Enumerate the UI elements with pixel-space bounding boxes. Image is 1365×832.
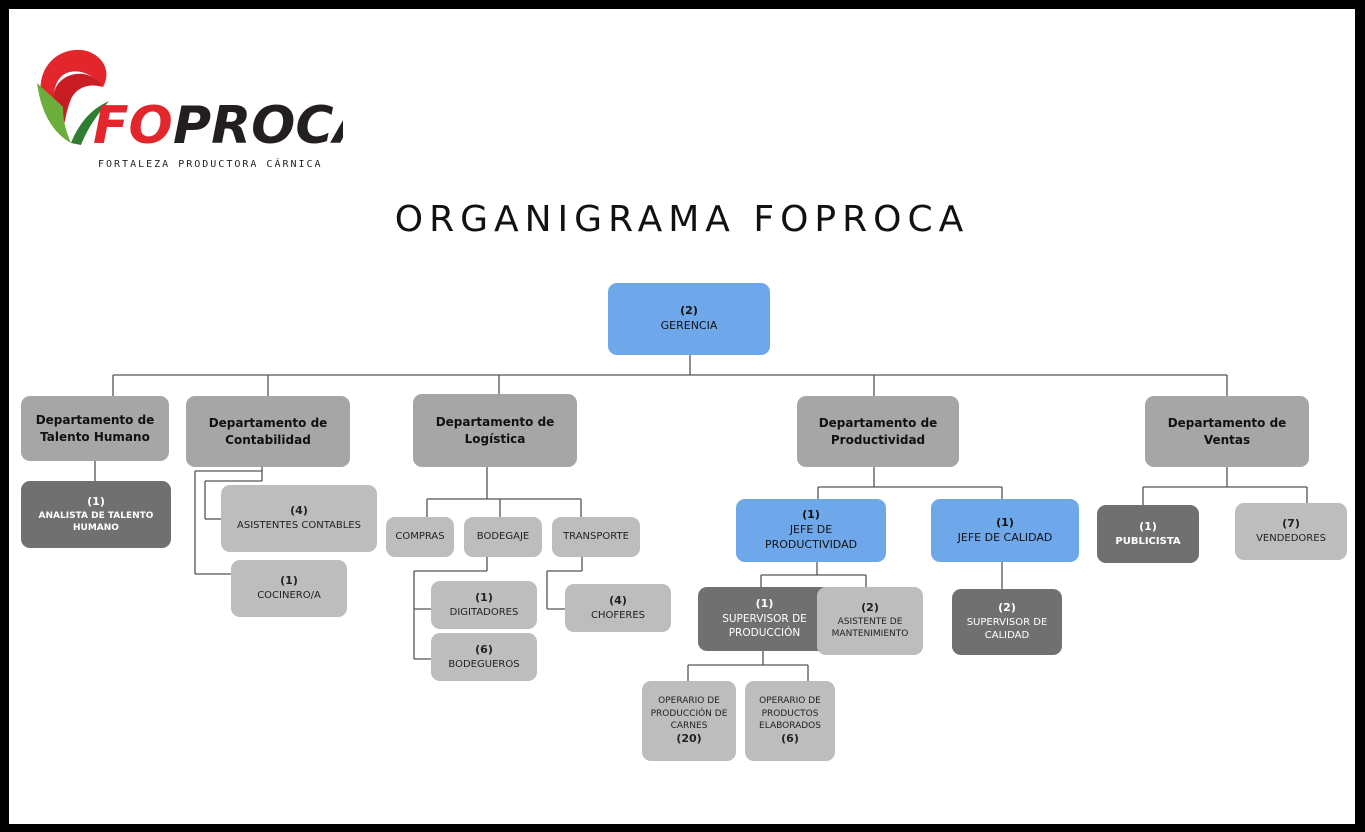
foproca-logo: FO PROCA FORTALEZA PRODUCTORA CÁRNICA <box>37 49 343 170</box>
node-publicista: (1) PUBLICISTA <box>1097 505 1199 563</box>
node-label: ASISTENTES CONTABLES <box>237 520 361 532</box>
node-label: PUBLICISTA <box>1115 535 1181 547</box>
node-label: ANALISTA DE TALENTO HUMANO <box>38 510 154 533</box>
node-label: SUPERVISOR DE CALIDAD <box>966 616 1048 642</box>
node-transporte: TRANSPORTE <box>552 517 640 557</box>
node-count: (6) <box>781 731 799 745</box>
node-count: (2) <box>861 601 879 615</box>
node-count: (2) <box>680 304 698 318</box>
node-bodegaje: BODEGAJE <box>464 517 542 557</box>
node-dept-contabilidad: Departamento de Contabilidad <box>186 396 350 467</box>
node-label: JEFE DE CALIDAD <box>957 530 1053 544</box>
node-count: (1) <box>996 515 1014 529</box>
node-label: VENDEDORES <box>1256 533 1326 545</box>
node-count: (1) <box>1139 519 1157 533</box>
node-asistente-mantenimiento: (2) ASISTENTE DE MANTENIMIENTO <box>817 587 923 655</box>
node-jefe-calidad: (1) JEFE DE CALIDAD <box>931 499 1079 562</box>
node-choferes: (4) CHOFERES <box>565 584 671 632</box>
node-supervisor-calidad: (2) SUPERVISOR DE CALIDAD <box>952 589 1062 655</box>
node-jefe-productividad: (1) JEFE DE PRODUCTIVIDAD <box>736 499 886 562</box>
node-dept-talento-humano: Departamento de Talento Humano <box>21 396 169 461</box>
node-count: (1) <box>755 597 774 611</box>
node-label: OPERARIO DE PRODUCTOS ELABORADOS <box>759 696 821 731</box>
node-count: (1) <box>280 574 298 588</box>
svg-text:PROCA: PROCA <box>173 96 343 156</box>
node-dept-productividad: Departamento de Productividad <box>797 396 959 467</box>
node-label: ASISTENTE DE MANTENIMIENTO <box>831 617 909 640</box>
node-dept-logistica: Departamento de Logística <box>413 394 577 467</box>
node-dept-ventas: Departamento de Ventas <box>1145 396 1309 467</box>
node-analista-talento-humano: (1) ANALISTA DE TALENTO HUMANO <box>21 481 171 548</box>
node-count: (1) <box>802 508 820 522</box>
node-cocinero: (1) COCINERO/A <box>231 560 347 617</box>
node-label: OPERARIO DE PRODUCCIÓN DE CARNES <box>650 696 728 731</box>
node-label: GERENCIA <box>660 319 718 332</box>
node-asistentes-contables: (4) ASISTENTES CONTABLES <box>221 485 377 552</box>
node-bodegueros: (6) BODEGUEROS <box>431 633 537 681</box>
node-count: (4) <box>609 593 627 607</box>
node-digitadores: (1) DIGITADORES <box>431 581 537 629</box>
node-label: JEFE DE PRODUCTIVIDAD <box>764 523 858 551</box>
node-count: (2) <box>998 601 1016 615</box>
svg-text:FORTALEZA PRODUCTORA CÁRNICA: FORTALEZA PRODUCTORA CÁRNICA <box>98 157 323 170</box>
node-supervisor-produccion: (1) SUPERVISOR DE PRODUCCIÓN <box>698 587 831 651</box>
node-gerencia: (2) GERENCIA <box>608 283 770 355</box>
node-count: (6) <box>475 642 493 656</box>
node-label: CHOFERES <box>590 609 646 621</box>
node-label: BODEGUEROS <box>448 658 520 670</box>
connector-lines <box>94 355 1308 681</box>
node-count: (1) <box>87 494 105 508</box>
node-label: DIGITADORES <box>449 606 519 618</box>
org-chart-canvas: FO PROCA FORTALEZA PRODUCTORA CÁRNICA OR… <box>9 9 1355 824</box>
node-label: SUPERVISOR DE PRODUCCIÓN <box>722 613 807 640</box>
node-count: (7) <box>1282 517 1300 531</box>
node-count: (4) <box>290 504 308 518</box>
node-vendedores: (7) VENDEDORES <box>1235 503 1347 560</box>
node-label: COCINERO/A <box>257 590 321 602</box>
node-operario-carnes: OPERARIO DE PRODUCCIÓN DE CARNES (20) <box>642 681 736 761</box>
chart-title: ORGANIGRAMA FOPROCA <box>394 199 970 240</box>
svg-text:FO: FO <box>93 96 173 156</box>
node-count: (1) <box>475 590 493 604</box>
node-compras: COMPRAS <box>386 517 454 557</box>
node-operario-elaborados: OPERARIO DE PRODUCTOS ELABORADOS (6) <box>745 681 835 761</box>
node-count: (20) <box>676 731 702 745</box>
